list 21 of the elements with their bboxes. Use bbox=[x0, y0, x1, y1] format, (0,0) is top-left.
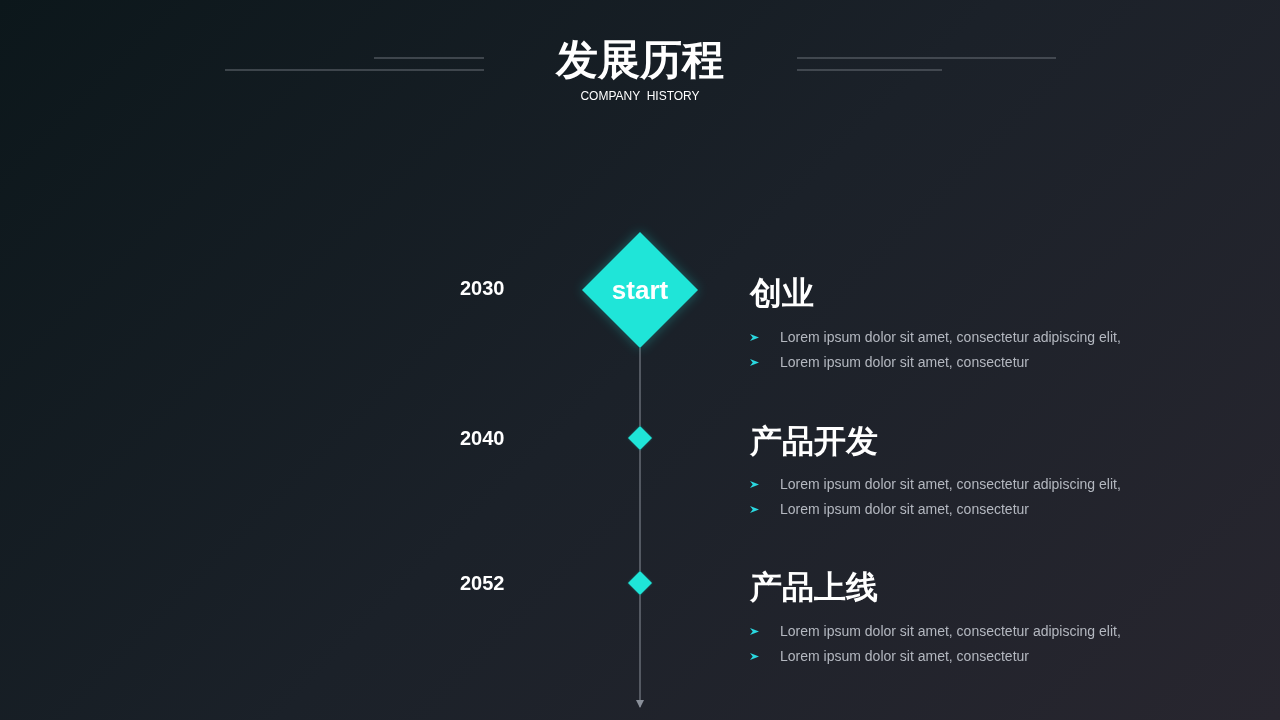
year-label: 2030 bbox=[460, 277, 505, 300]
section-heading: 创业 bbox=[750, 273, 814, 313]
diamond-node bbox=[582, 232, 698, 348]
bullet-text: Lorem ipsum dolor sit amet, consectetur adipiscing elit, bbox=[780, 328, 1121, 346]
node-label: start bbox=[610, 274, 670, 306]
connector-line bbox=[639, 347, 641, 427]
subtitle: COMPANY HISTORY bbox=[579, 89, 701, 103]
title: 发展历程 bbox=[554, 34, 725, 86]
diamond-marker bbox=[628, 426, 652, 450]
bullet-text: Lorem ipsum dolor sit amet, consectetur adipiscing elit, bbox=[780, 475, 1121, 493]
bullet-text: Lorem ipsum dolor sit amet, consectetur bbox=[780, 353, 1029, 371]
bullet-text: Lorem ipsum dolor sit amet, consectetur bbox=[780, 500, 1029, 518]
year-label: 2052 bbox=[460, 572, 505, 595]
arrow bbox=[636, 594, 644, 708]
connector-line bbox=[639, 449, 641, 572]
section-heading: 产品上线 bbox=[750, 567, 878, 607]
bullet-text: Lorem ipsum dolor sit amet, consectetur adipiscing elit, bbox=[780, 622, 1121, 640]
diamond-marker bbox=[628, 571, 652, 595]
bullet-text: Lorem ipsum dolor sit amet, consectetur bbox=[780, 647, 1029, 665]
year-label: 2040 bbox=[460, 427, 505, 450]
section-heading: 产品开发 bbox=[750, 421, 878, 461]
